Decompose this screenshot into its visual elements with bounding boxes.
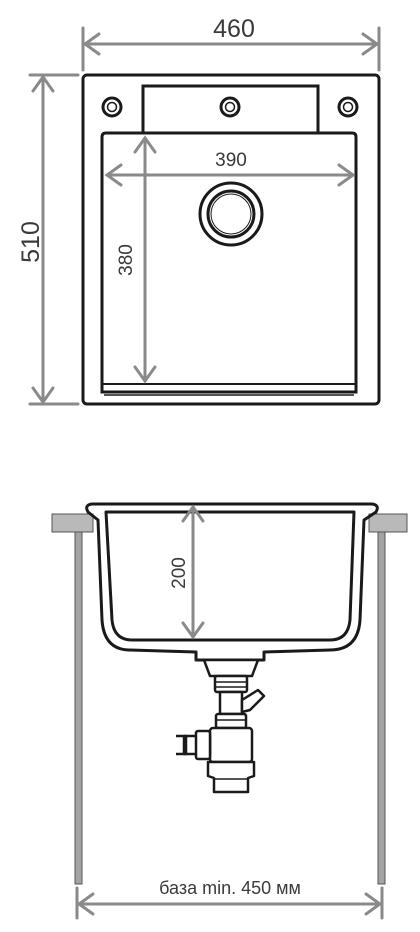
drain-funnel	[202, 658, 260, 678]
siphon-body	[208, 726, 254, 764]
inner-width-dimension	[104, 163, 356, 187]
drain-pipe	[218, 690, 244, 716]
tap-hole-right	[337, 96, 359, 118]
depth-dimension	[181, 504, 205, 640]
drain-nut-upper	[213, 674, 249, 694]
inner-height-dimension	[133, 135, 157, 384]
siphon-assembly	[176, 658, 266, 794]
inner-width-label: 390	[215, 150, 247, 171]
width-dimension	[81, 26, 381, 72]
tap-deck	[141, 84, 320, 133]
depth-label: 200	[169, 557, 190, 589]
sink-section-inner	[104, 510, 356, 642]
drain-nut-lower	[214, 712, 248, 730]
outlet-nut	[194, 729, 212, 761]
bowl-outline	[100, 131, 358, 394]
tap-hole-center	[219, 96, 241, 118]
top-view: 460 510	[17, 15, 381, 406]
base-label: база min. 450 мм	[159, 878, 301, 898]
cabinet-right-wall	[368, 513, 408, 885]
side-view: 200 база min. 450 мм	[51, 502, 408, 920]
height-label: 510	[17, 221, 45, 263]
tap-hole-left	[101, 96, 123, 118]
siphon-cup	[206, 760, 256, 794]
sink-outer-rim	[81, 73, 381, 406]
drain-hole	[198, 181, 264, 247]
inner-height-label: 380	[116, 244, 137, 276]
width-label: 460	[213, 15, 255, 43]
base-dimension	[75, 886, 384, 920]
outlet-pipe-end	[176, 734, 188, 756]
cabinet-left-wall	[51, 513, 94, 885]
sink-section-outer	[85, 502, 379, 662]
height-dimension	[28, 73, 80, 406]
overflow-connector	[240, 688, 266, 714]
